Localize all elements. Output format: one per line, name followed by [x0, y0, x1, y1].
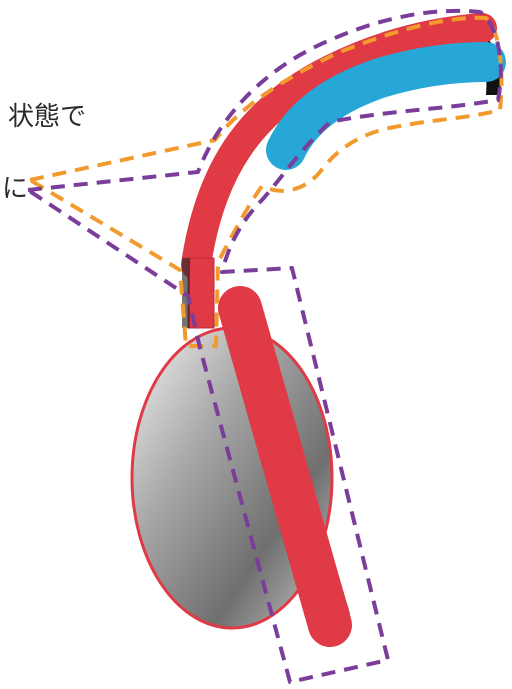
headphone-illustration	[0, 0, 512, 689]
headphone-diagram: 状態で に	[0, 0, 512, 689]
